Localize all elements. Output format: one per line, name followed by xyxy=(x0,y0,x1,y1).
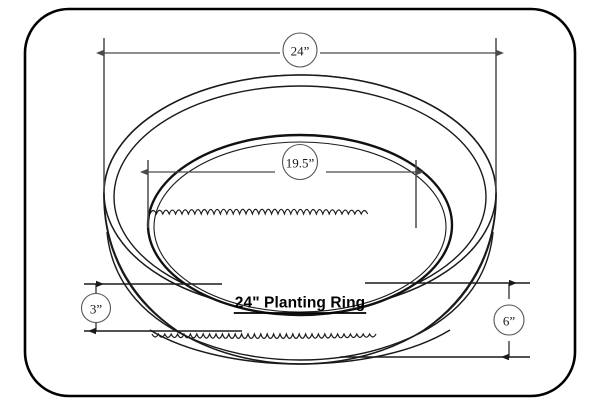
bottom-edge-serration xyxy=(151,332,377,340)
bottom-rim-line xyxy=(149,329,451,365)
dim-label-6: 6” xyxy=(503,314,516,329)
dimension-inner-diameter: 19.5” xyxy=(140,143,424,228)
inner-opening-highlight xyxy=(153,141,447,313)
dimension-rim-height: 3” xyxy=(80,280,242,335)
product-title: 24" Planting Ring xyxy=(235,295,365,312)
product-title-group: 24" Planting Ring xyxy=(233,295,367,314)
dim-label-bubble-3 xyxy=(80,292,112,324)
dim-label-bubble-24 xyxy=(282,32,318,68)
dim-label-bubble-195 xyxy=(281,143,319,181)
lower-body-contour xyxy=(106,231,494,361)
dim-label-24: 24” xyxy=(291,44,310,59)
dimension-overall-height: 6” xyxy=(340,279,530,361)
dim-label-bubble-6 xyxy=(493,304,525,336)
dim-label-19-5: 19.5” xyxy=(286,156,315,171)
left-wall-edge xyxy=(103,193,177,331)
inner-rim-serration xyxy=(149,208,369,216)
planting-ring-body xyxy=(103,74,497,365)
dim-label-3: 3” xyxy=(90,302,103,317)
right-wall-edge xyxy=(423,193,497,331)
dimension-outer-diameter: 24” xyxy=(96,32,504,192)
